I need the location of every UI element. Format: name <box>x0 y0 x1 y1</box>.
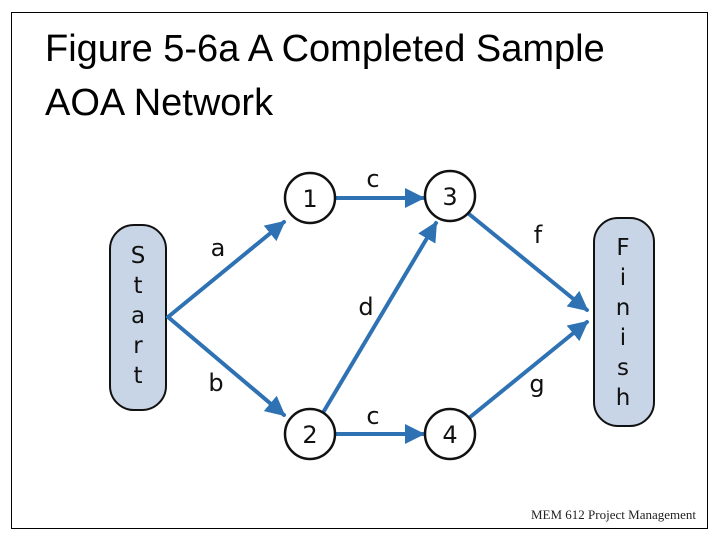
start-letter: t <box>133 273 142 299</box>
arrow-b <box>166 315 286 417</box>
node-4 <box>423 407 477 461</box>
node-3 <box>423 169 477 223</box>
activity-label-f: f <box>534 221 543 249</box>
arrow-f <box>467 212 589 312</box>
finish-letter: n <box>616 295 631 321</box>
activity-label-d: d <box>358 293 373 321</box>
activity-label-c-bottom: c <box>366 402 379 430</box>
start-letter: r <box>133 333 143 359</box>
title-line-1: Figure 5-6a A Completed Sample <box>45 28 605 70</box>
finish-letter: i <box>620 265 626 291</box>
finish-terminal <box>593 217 655 427</box>
node-1 <box>283 171 337 225</box>
node-1-label: 1 <box>302 185 317 213</box>
finish-letter: s <box>617 355 629 381</box>
start-label: S t a r t <box>131 243 146 389</box>
activity-label-g: g <box>529 370 544 398</box>
activity-label-a: a <box>211 234 226 262</box>
slide-title: Figure 5-6a A Completed Sample AOA Netwo… <box>45 22 695 130</box>
node-2 <box>283 407 337 461</box>
slide-frame <box>11 12 708 529</box>
activity-label-c-top: c <box>366 165 379 193</box>
start-terminal <box>109 224 167 411</box>
arrow-d <box>322 221 438 413</box>
node-4-label: 4 <box>442 421 457 449</box>
finish-letter: i <box>620 325 626 351</box>
activity-label-b: b <box>208 369 223 397</box>
finish-letter: F <box>616 235 629 261</box>
start-letter: S <box>131 243 146 269</box>
title-line-2: AOA Network <box>45 82 274 124</box>
node-2-label: 2 <box>302 421 317 449</box>
finish-label: F i n i s h <box>616 235 631 411</box>
finish-letter: h <box>616 385 631 411</box>
node-3-label: 3 <box>442 183 457 211</box>
arrow-g <box>467 320 589 420</box>
start-letter: t <box>133 363 142 389</box>
footer-text: MEM 612 Project Management <box>531 507 696 522</box>
arrow-a <box>166 220 286 319</box>
start-letter: a <box>131 303 145 329</box>
